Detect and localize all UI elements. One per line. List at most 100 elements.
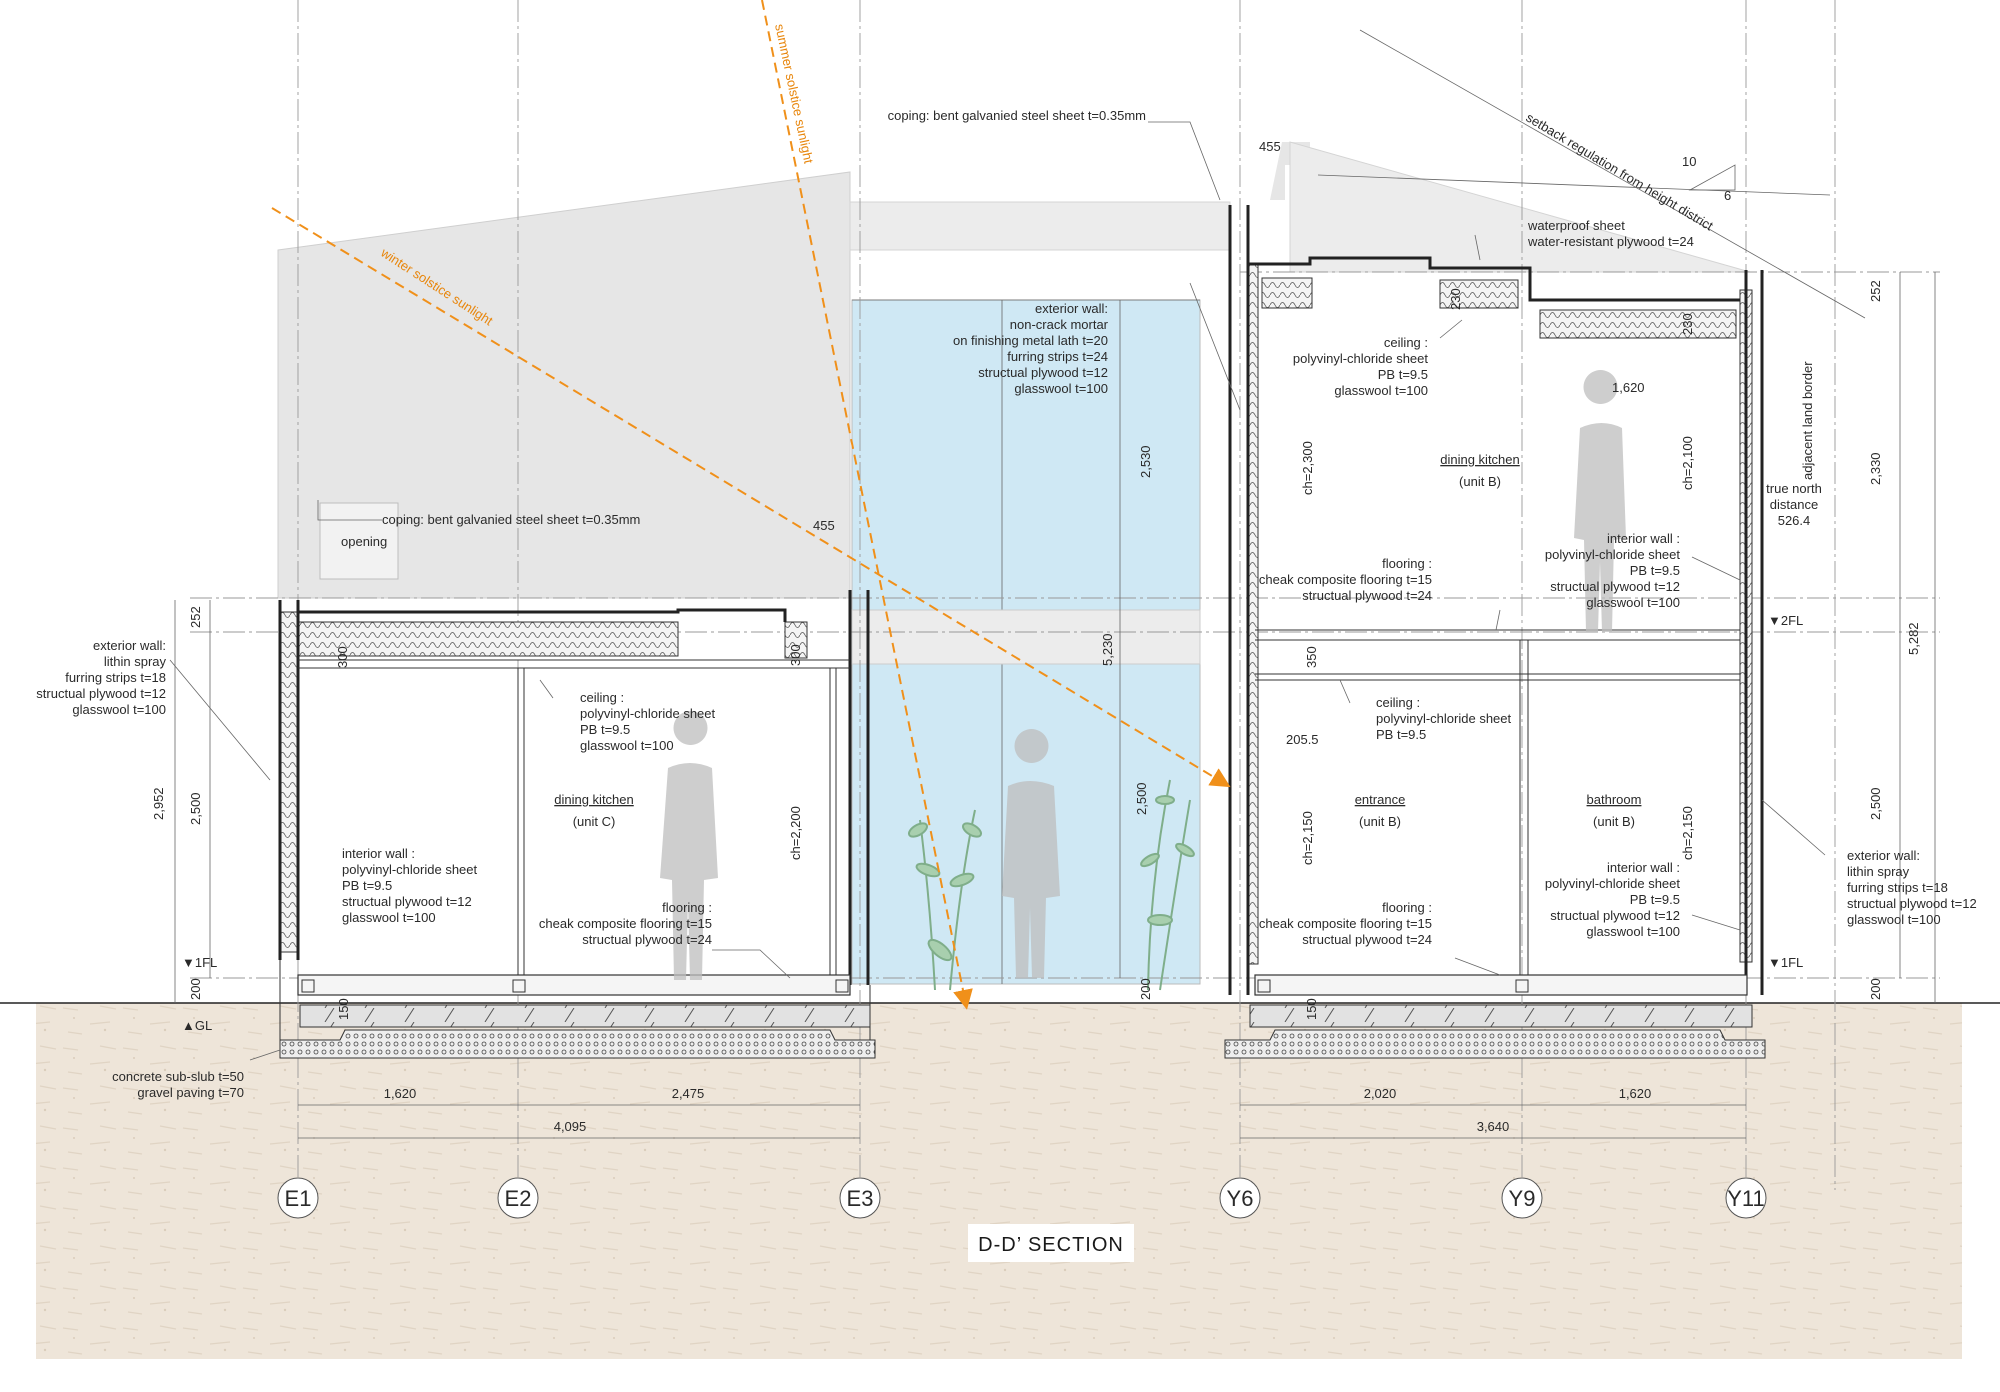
bathroom-room-label: bathroom <box>1587 792 1642 807</box>
dim-200-center: 200 <box>1138 978 1153 1000</box>
svg-text:ceiling :: ceiling : <box>1376 695 1420 710</box>
svg-text:polyvinyl-chloride sheet: polyvinyl-chloride sheet <box>1293 351 1429 366</box>
dim-200-right: 200 <box>1868 978 1883 1000</box>
svg-text:polyvinyl-chloride sheet: polyvinyl-chloride sheet <box>342 862 478 877</box>
right-unit <box>1224 205 1766 1059</box>
summer-sun-label: summer solstice sunlight <box>772 23 816 166</box>
level-1fl-left: ▼1FL <box>182 955 217 970</box>
ground <box>36 1003 1962 1359</box>
ch-left: ch=2,200 <box>788 806 803 860</box>
dim-1620-right: 1,620 <box>1619 1086 1652 1101</box>
dim-4095: 4,095 <box>554 1119 587 1134</box>
level-2fl-right: ▼2FL <box>1768 613 1803 628</box>
grid-label-e2: E2 <box>505 1186 532 1211</box>
slope-rise: 6 <box>1724 188 1731 203</box>
svg-text:cheak composite flooring t=15: cheak composite flooring t=15 <box>1259 916 1432 931</box>
ch-lower-right: ch=2,150 <box>1680 806 1695 860</box>
section-title: D-D’ SECTION <box>978 1234 1124 1256</box>
true-north-label: true north distance 526.4 <box>1766 481 1822 528</box>
svg-text:glasswool t=100: glasswool t=100 <box>1586 595 1680 610</box>
right-coping-label: coping: bent galvanied steel sheet t=0.3… <box>888 108 1146 123</box>
dim-455-top: 455 <box>1259 139 1281 154</box>
grid-label-e1: E1 <box>285 1186 312 1211</box>
setback-mass <box>1289 141 1751 273</box>
svg-text:structual plywood t=24: structual plywood t=24 <box>582 932 712 947</box>
svg-text:furring strips t=24: furring strips t=24 <box>1007 349 1108 364</box>
subslab-label: concrete sub-slub t=50 gravel paving t=7… <box>112 1069 244 1100</box>
opening-box <box>319 502 399 580</box>
svg-text:PB t=9.5: PB t=9.5 <box>1630 563 1680 578</box>
dim-150-left: 150 <box>336 998 351 1020</box>
left-ext-wall-label: exterior wall: lithin spray furring stri… <box>36 638 166 717</box>
svg-text:exterior wall:: exterior wall: <box>1035 301 1108 316</box>
ch-upper-left: ch=2,300 <box>1300 441 1315 495</box>
svg-text:interior wall :: interior wall : <box>1607 531 1680 546</box>
person-silhouettes <box>660 370 1626 980</box>
svg-text:526.4: 526.4 <box>1778 513 1811 528</box>
dim-2330: 2,330 <box>1868 452 1883 485</box>
entrance-unit-label: (unit B) <box>1359 814 1401 829</box>
level-gl: ▲GL <box>182 1018 212 1033</box>
lower-ceiling-label: ceiling : polyvinyl-chloride sheet PB t=… <box>1376 695 1512 742</box>
svg-text:polyvinyl-chloride sheet: polyvinyl-chloride sheet <box>1545 876 1681 891</box>
dim-1620-left: 1,620 <box>384 1086 417 1101</box>
leader-lines <box>169 121 1826 1061</box>
left-ceiling-label: ceiling : polyvinyl-chloride sheet PB t=… <box>580 690 716 753</box>
opening-label: opening <box>341 534 387 549</box>
dimension-lines <box>174 272 1936 1139</box>
svg-text:polyvinyl-chloride sheet: polyvinyl-chloride sheet <box>1545 547 1681 562</box>
grid-label-e3: E3 <box>847 1186 874 1211</box>
dim-300-b: 300 <box>788 644 803 666</box>
adjacent-border-label: adjacent land border <box>1800 361 1815 480</box>
upper-flooring-label: flooring : cheak composite flooring t=15… <box>1259 556 1432 603</box>
svg-text:glasswool t=100: glasswool t=100 <box>1847 912 1941 927</box>
lower-flooring-label: flooring : cheak composite flooring t=15… <box>1259 900 1432 947</box>
upper-ceiling-label: ceiling : polyvinyl-chloride sheet PB t=… <box>1293 335 1429 398</box>
dim-2020: 2,020 <box>1364 1086 1397 1101</box>
svg-text:on finishing metal lath t=20: on finishing metal lath t=20 <box>953 333 1108 348</box>
svg-text:structual plywood t=24: structual plywood t=24 <box>1302 932 1432 947</box>
court-ext-wall-label: exterior wall: non-crack mortar on finis… <box>953 301 1109 396</box>
dim-3640: 3,640 <box>1477 1119 1510 1134</box>
dim-5230: 5,230 <box>1100 633 1115 666</box>
svg-text:exterior wall:: exterior wall: <box>93 638 166 653</box>
svg-text:cheak composite flooring t=15: cheak composite flooring t=15 <box>539 916 712 931</box>
ch-lower-left: ch=2,150 <box>1300 811 1315 865</box>
slope-run: 10 <box>1682 154 1696 169</box>
left-flooring-label: flooring : cheak composite flooring t=15… <box>539 900 712 947</box>
grid-label-y6: Y6 <box>1227 1186 1254 1211</box>
svg-text:structual plywood t=12: structual plywood t=12 <box>1847 896 1977 911</box>
svg-text:glasswool t=100: glasswool t=100 <box>72 702 166 717</box>
svg-text:polyvinyl-chloride sheet: polyvinyl-chloride sheet <box>580 706 716 721</box>
entrance-room-label: entrance <box>1355 792 1406 807</box>
svg-text:distance: distance <box>1770 497 1818 512</box>
dim-300-a: 300 <box>335 646 350 668</box>
dim-2475: 2,475 <box>672 1086 705 1101</box>
svg-text:structual plywood t=12: structual plywood t=12 <box>1550 579 1680 594</box>
svg-text:glasswool t=100: glasswool t=100 <box>1014 381 1108 396</box>
svg-text:concrete sub-slub t=50: concrete sub-slub t=50 <box>112 1069 244 1084</box>
dim-2500-left: 2,500 <box>188 792 203 825</box>
dim-230-a: 230 <box>1448 288 1463 310</box>
svg-text:interior wall :: interior wall : <box>1607 860 1680 875</box>
dim-5282: 5,282 <box>1906 622 1921 655</box>
sunlight-lines <box>271 0 1231 1010</box>
dim-230-b: 230 <box>1680 313 1695 335</box>
svg-text:structual plywood t=24: structual plywood t=24 <box>1302 588 1432 603</box>
dim-455-mid: 455 <box>813 518 835 533</box>
svg-text:ceiling :: ceiling : <box>1384 335 1428 350</box>
svg-text:ceiling :: ceiling : <box>580 690 624 705</box>
dim-252-left: 252 <box>188 606 203 628</box>
svg-text:lithin spray: lithin spray <box>1847 864 1910 879</box>
grid-label-y9: Y9 <box>1509 1186 1536 1211</box>
svg-text:waterproof sheet: waterproof sheet <box>1527 218 1625 233</box>
title-box <box>968 1224 1134 1262</box>
dim-350: 350 <box>1304 646 1319 668</box>
svg-text:structual plywood t=12: structual plywood t=12 <box>1550 908 1680 923</box>
svg-text:water-resistant plywood t=24: water-resistant plywood t=24 <box>1527 234 1694 249</box>
svg-text:exterior wall:: exterior wall: <box>1847 848 1920 863</box>
lower-interior-label: interior wall : polyvinyl-chloride sheet… <box>1545 860 1681 939</box>
svg-text:cheak composite flooring t=15: cheak composite flooring t=15 <box>1259 572 1432 587</box>
svg-text:structual plywood t=12: structual plywood t=12 <box>342 894 472 909</box>
